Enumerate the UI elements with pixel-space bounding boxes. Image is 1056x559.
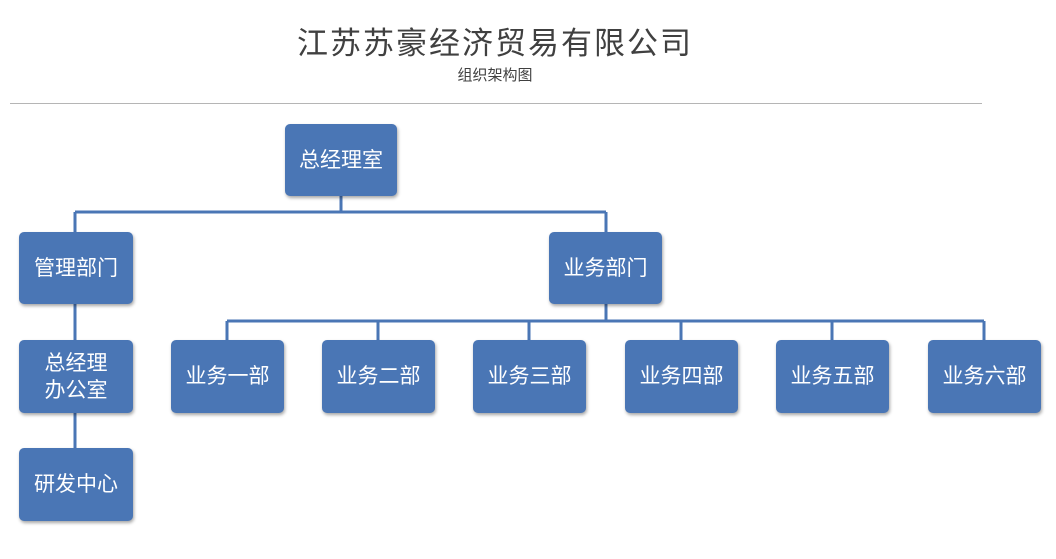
node-business-dept: 业务部门 — [549, 232, 662, 304]
node-business-1: 业务一部 — [171, 340, 284, 413]
node-business-4: 业务四部 — [625, 340, 738, 413]
node-business-5: 业务五部 — [776, 340, 889, 413]
node-rnd-center: 研发中心 — [19, 448, 133, 521]
node-gm-room: 总经理室 — [285, 124, 397, 196]
node-gm-office: 总经理 办公室 — [19, 340, 133, 413]
node-business-2: 业务二部 — [322, 340, 435, 413]
chart-title: 江苏苏豪经济贸易有限公司 — [297, 26, 693, 62]
node-management-dept: 管理部门 — [19, 232, 133, 304]
node-business-6: 业务六部 — [928, 340, 1041, 413]
node-business-3: 业务三部 — [473, 340, 586, 413]
header-divider — [10, 103, 982, 104]
chart-subtitle: 组织架构图 — [457, 66, 533, 84]
